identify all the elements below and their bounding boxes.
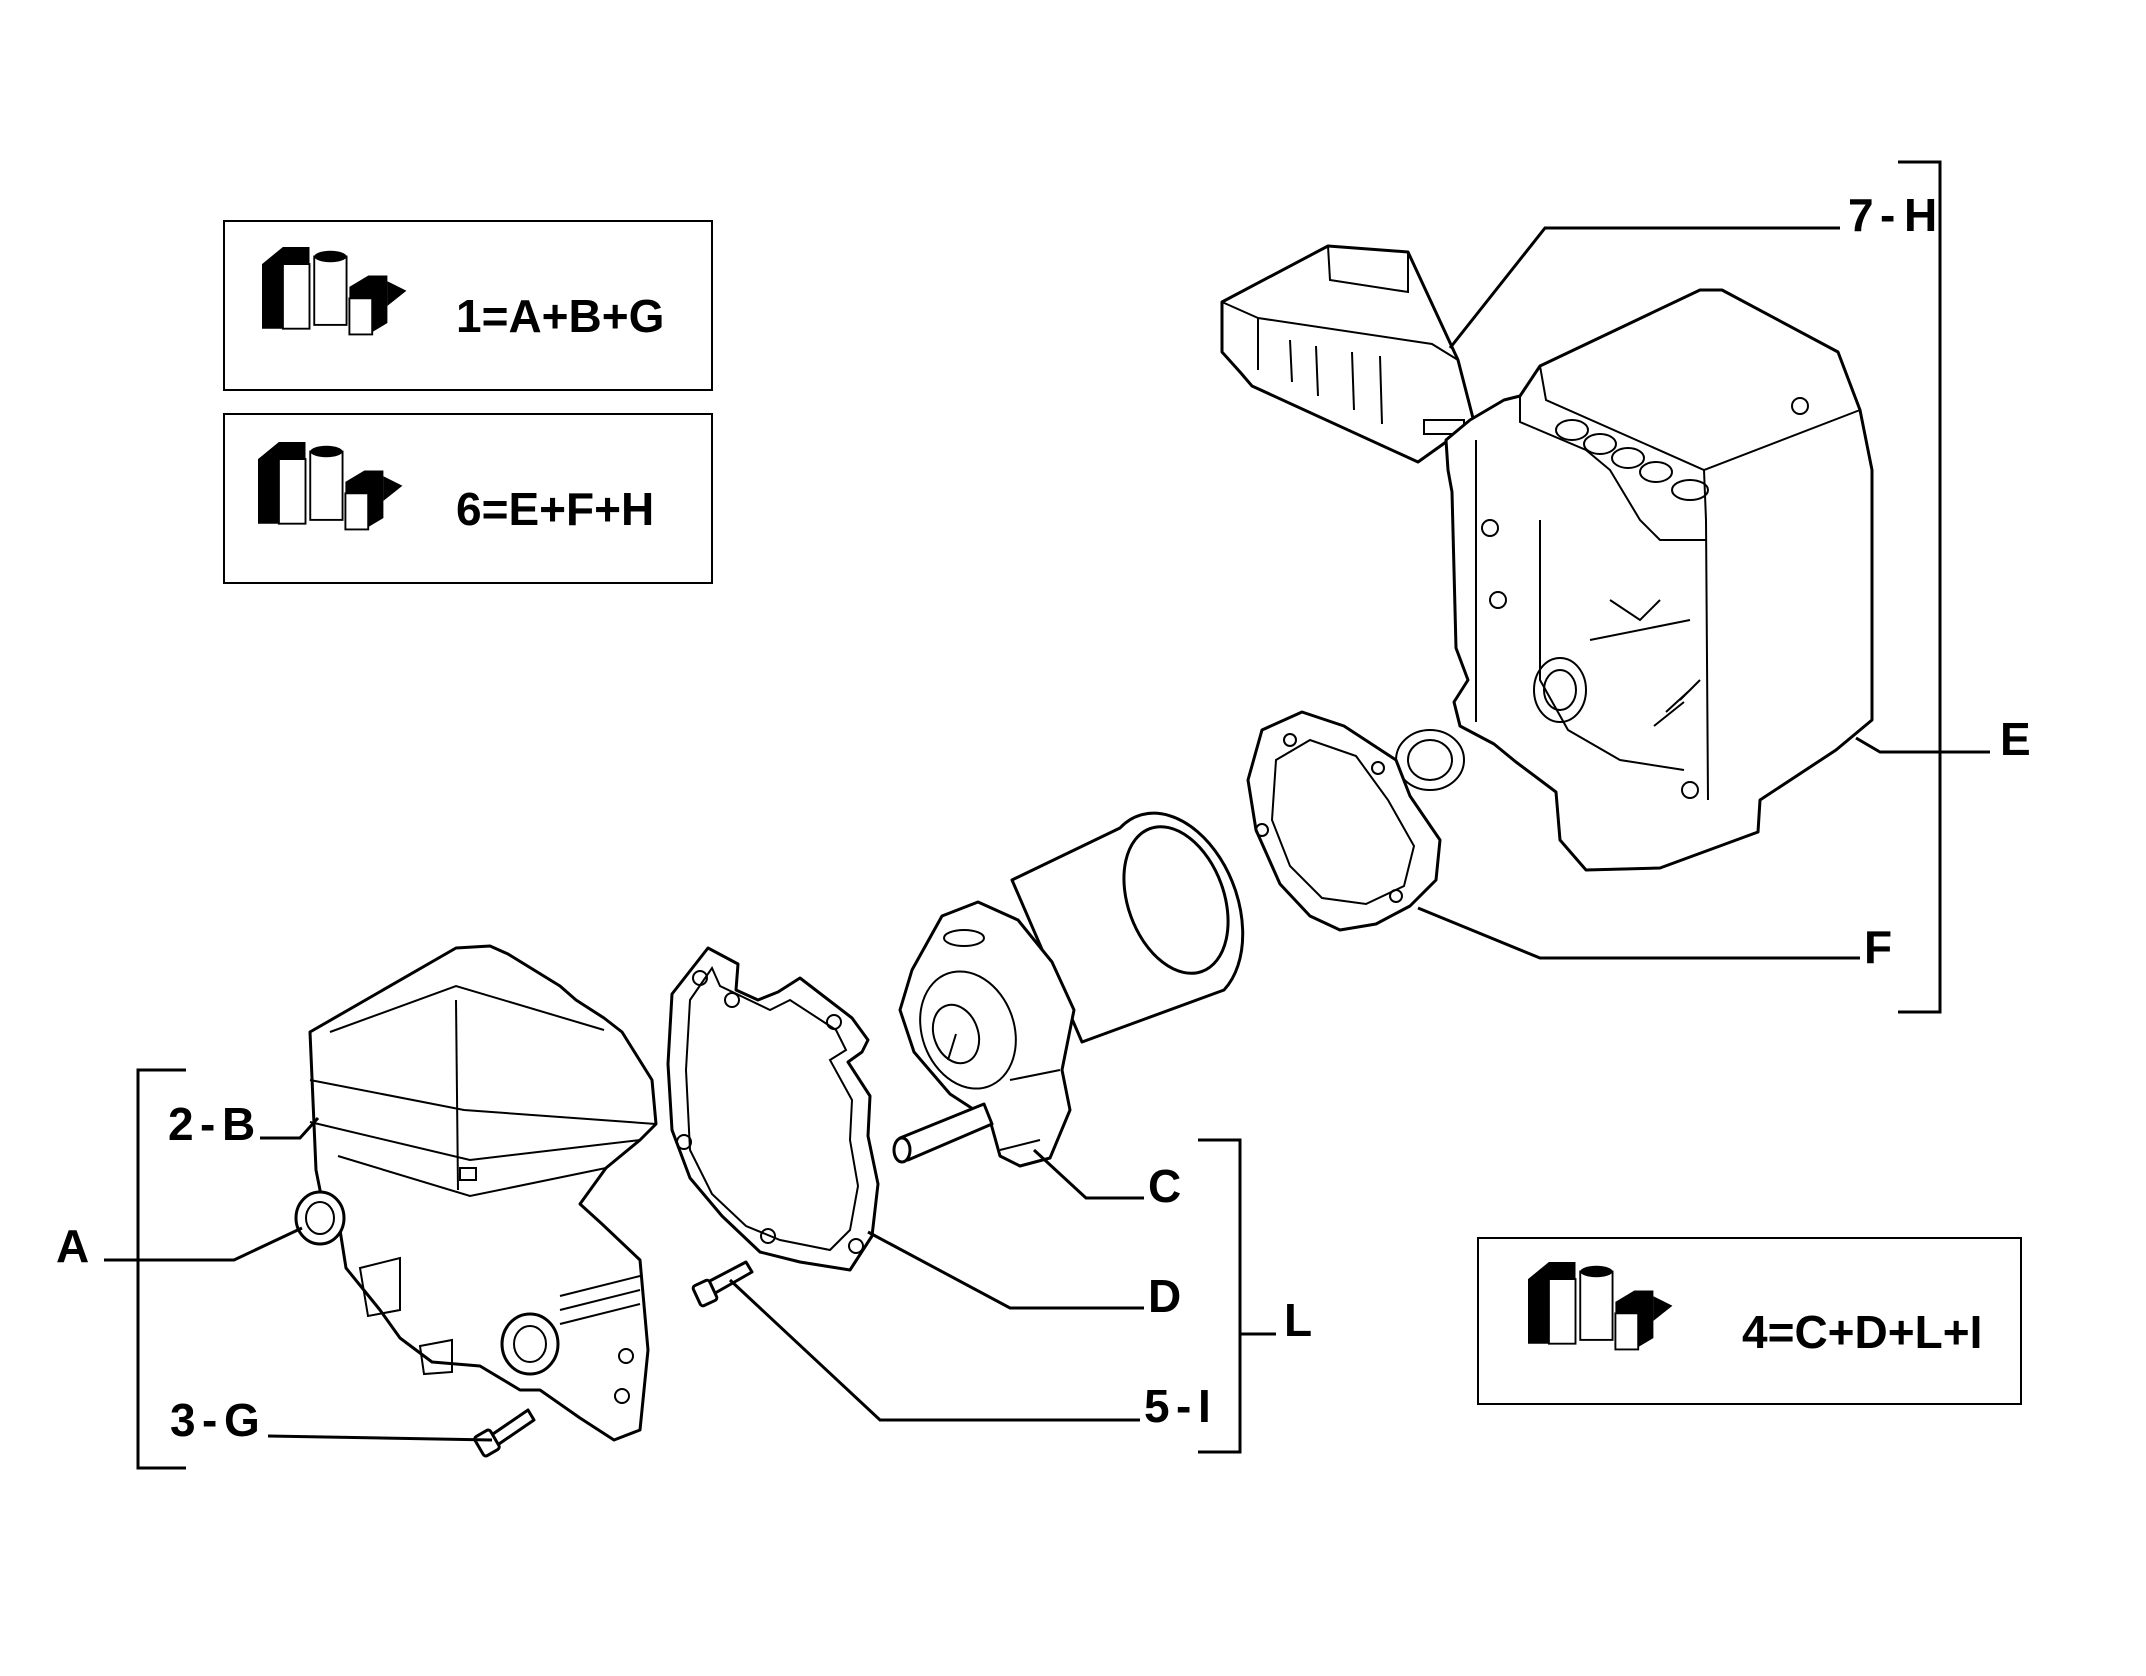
callout-letter: A <box>56 1220 89 1272</box>
callout-letter: B <box>222 1098 255 1150</box>
callout-number: 2 <box>168 1098 194 1150</box>
part-i-screw <box>691 1260 754 1308</box>
part-e-housing <box>1395 288 1874 872</box>
callout-number: 5 <box>1144 1380 1170 1432</box>
callout-dash: - <box>202 1394 217 1446</box>
callout-letter: C <box>1148 1160 1181 1212</box>
kit-box-6: 6=E+F+H <box>223 413 713 584</box>
part-a-housing <box>294 944 658 1442</box>
callout-number: 7 <box>1848 189 1874 241</box>
kit-formula: 6=E+F+H <box>456 483 654 535</box>
callout-l: L <box>1284 1294 1312 1346</box>
part-f-gasket <box>1246 710 1442 932</box>
callout-d: D <box>1148 1270 1181 1322</box>
callout-letter: I <box>1198 1380 1211 1432</box>
leader-lines <box>104 160 1990 1470</box>
callout-dash: - <box>1176 1380 1191 1432</box>
callout-letter: F <box>1864 921 1892 973</box>
callout-a: A <box>56 1220 89 1272</box>
callout-number: 3 <box>170 1394 196 1446</box>
callout-letter: E <box>2000 713 2031 765</box>
kit-formula: 1=A+B+G <box>456 290 664 342</box>
part-h-cover <box>1220 244 1476 464</box>
callout-i: 5 - I <box>1144 1380 1211 1432</box>
callout-dash: - <box>200 1098 215 1150</box>
callout-letter: H <box>1904 189 1937 241</box>
part-c-pump <box>892 811 1245 1168</box>
kit-box-4: 4=C+D+L+I <box>1477 1237 2022 1405</box>
callout-h: 7 - H <box>1848 189 1937 241</box>
callout-b: 2 - B <box>168 1098 255 1150</box>
callout-g: 3 - G <box>170 1394 260 1446</box>
kit-formula: 4=C+D+L+I <box>1742 1306 1982 1358</box>
part-g-screw <box>473 1408 536 1458</box>
callout-letter: L <box>1284 1294 1312 1346</box>
callout-c: C <box>1148 1160 1181 1212</box>
callout-letter: G <box>224 1394 260 1446</box>
kit-box-1: 1=A+B+G <box>223 220 713 391</box>
part-d-gasket <box>666 946 880 1272</box>
callout-letter: D <box>1148 1270 1181 1322</box>
callout-e: E <box>2000 713 2031 765</box>
callout-f: F <box>1864 921 1892 973</box>
callout-dash: - <box>1880 189 1895 241</box>
